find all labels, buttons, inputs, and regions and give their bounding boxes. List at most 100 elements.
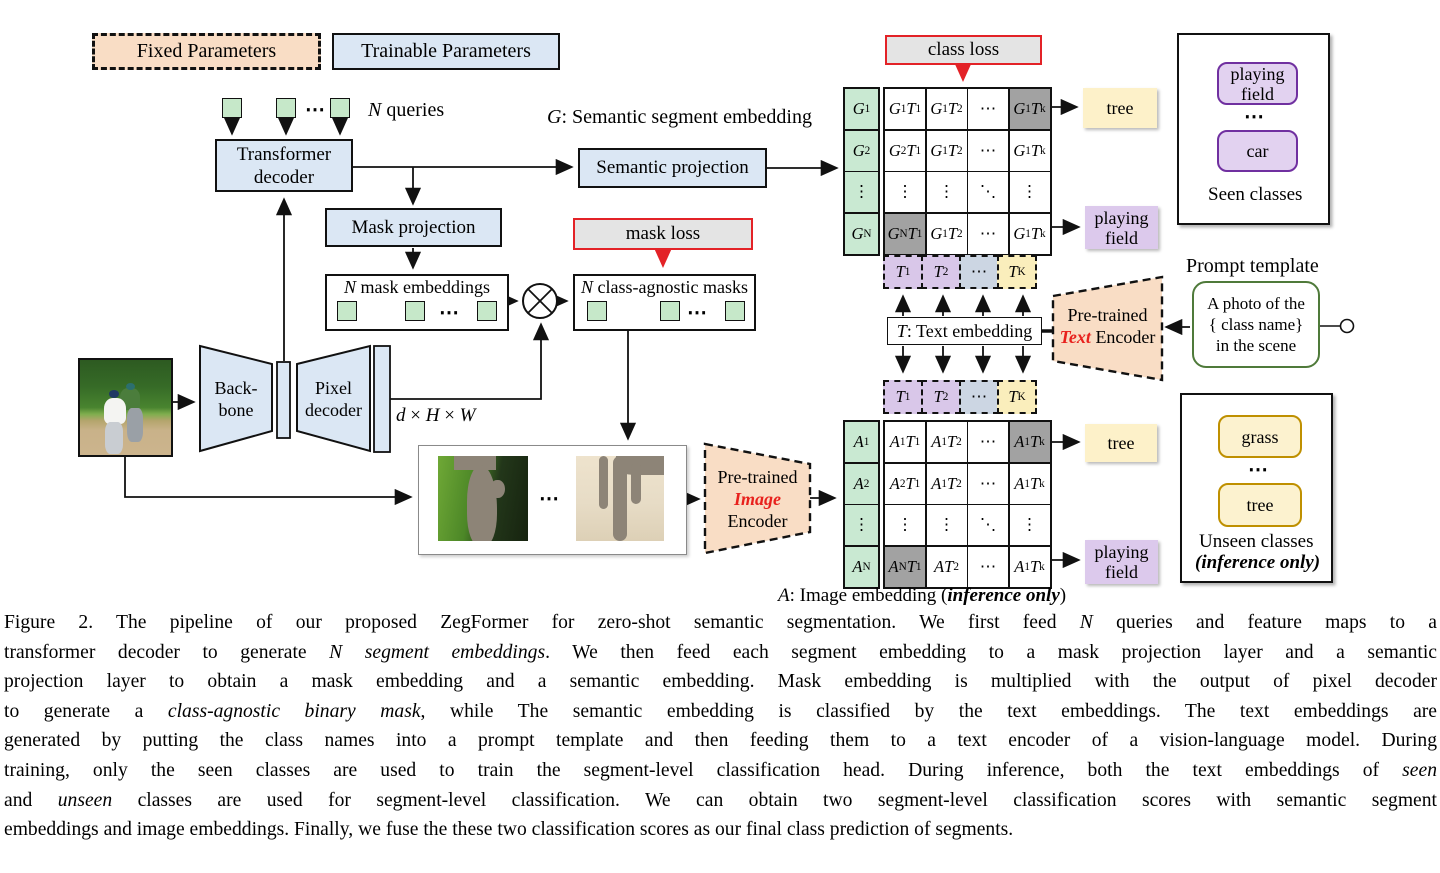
matrix-cell: ⋯: [968, 89, 1008, 129]
a-legend-label: A: Image embedding (inference only): [778, 585, 1067, 606]
masked-images-box: ⋯: [418, 445, 687, 555]
matrix-cell: ⋮: [926, 172, 967, 212]
prompt-line3: in the scene: [1215, 336, 1297, 355]
seen-class-playing-field: playing field: [1217, 62, 1298, 105]
n-class-agnostic-masks-box: N class-agnostic masks ⋯: [573, 274, 756, 331]
image-encoder-line1: Pre-trained: [717, 467, 798, 487]
image-encoder-trapezoid: [703, 442, 812, 555]
caption-line: transformer decoder to generate N segmen…: [4, 641, 1437, 663]
text-encoder-label: Pre-trained Text Encoder: [1053, 304, 1162, 348]
pixel-decoder-line2: decoder: [305, 400, 362, 420]
matrix-cell: ⋯: [968, 130, 1008, 171]
class-agnostic-mask-square: [660, 301, 680, 321]
n-class-agnostic-masks-label: N class-agnostic masks: [581, 277, 748, 297]
class-agnostic-mask-square: [587, 301, 607, 321]
connector-arrows: [124, 62, 1355, 569]
player-front-legs: [105, 422, 123, 454]
caption-line: and unseen classes are used for segment-…: [4, 789, 1437, 811]
g-legend-label: G: Semantic segment embedding: [547, 106, 812, 128]
backbone-trapezoid: [199, 344, 273, 453]
caption-line: training, only the seen classes are used…: [4, 759, 1437, 781]
matrix-cell: ⋱: [968, 505, 1008, 545]
g-row-label: ⋮: [845, 172, 878, 212]
input-image: [78, 358, 173, 457]
masked-image-field: [576, 456, 664, 541]
prediction-playing-field-top: playing field: [1085, 206, 1158, 249]
mask-embedding-square: [405, 301, 425, 321]
matrix-cell: ⋯: [968, 213, 1008, 254]
backbone-line2: bone: [218, 400, 254, 420]
seen-class-car: car: [1217, 130, 1298, 172]
legend-trainable-parameters: Trainable Parameters: [332, 33, 560, 70]
class-agnostic-ellipsis: ⋯: [687, 302, 709, 324]
player-front: [104, 398, 126, 424]
text-embedding-box: T: Text embedding: [887, 317, 1042, 345]
image-encoder-line3: Encoder: [727, 511, 788, 531]
n-mask-embeddings-label: N mask embeddings: [344, 277, 490, 297]
matrix-cell: ⋮: [926, 505, 967, 545]
masks-ellipsis: ⋯: [539, 488, 564, 510]
pixel-decoder-label: Pixel decoder: [297, 377, 370, 421]
prompt-terminal-circle: [1339, 318, 1355, 334]
inference-only-label: (inference only): [1195, 552, 1321, 573]
transformer-decoder-line1: Transformer: [236, 143, 332, 165]
transformer-decoder-line2: decoder: [253, 166, 315, 188]
unseen-class-grass: grass: [1218, 415, 1302, 458]
unseen-ellipsis: ⋯: [1248, 459, 1270, 481]
n-mask-embeddings-box: N mask embeddings ⋯: [325, 274, 509, 331]
matrix-cell: ⋯: [968, 546, 1008, 587]
query-square: [276, 98, 296, 118]
caption-line: embeddings and image embeddings. Finally…: [4, 819, 1014, 841]
red-loss-arrows: [654, 62, 972, 268]
a-row-label: ⋮: [845, 505, 878, 545]
pixel-decoder-line1: Pixel: [314, 378, 352, 398]
class-loss-box: class loss: [885, 35, 1042, 65]
feature-bar-1: [276, 361, 291, 439]
prediction-playing-field-bottom: playing field: [1085, 540, 1158, 584]
player-front-cap: [109, 390, 119, 398]
t-cell: ⋯: [959, 255, 999, 289]
figure-caption: Figure 2. The pipeline of our proposed Z…: [4, 612, 1437, 849]
legend-fixed-parameters: Fixed Parameters: [92, 33, 321, 70]
image-encoder-line2: Image: [734, 489, 781, 509]
mask-region: [631, 462, 642, 504]
semantic-projection-block: Semantic projection: [578, 148, 767, 188]
prompt-line2: { class name}: [1208, 315, 1304, 334]
text-encoder-trapezoid: [1051, 275, 1164, 382]
backbone-label: Back- bone: [200, 377, 272, 421]
t-cell: ⋯: [959, 380, 999, 414]
prompt-template-box: A photo of the { class name} in the scen…: [1192, 281, 1320, 368]
caption-line: generated by putting the class names int…: [4, 730, 1437, 752]
dhw-label: d × H × W: [396, 405, 476, 426]
class-agnostic-mask-square: [725, 301, 745, 321]
mask-region: [490, 479, 505, 499]
unseen-class-tree: tree: [1218, 483, 1302, 527]
